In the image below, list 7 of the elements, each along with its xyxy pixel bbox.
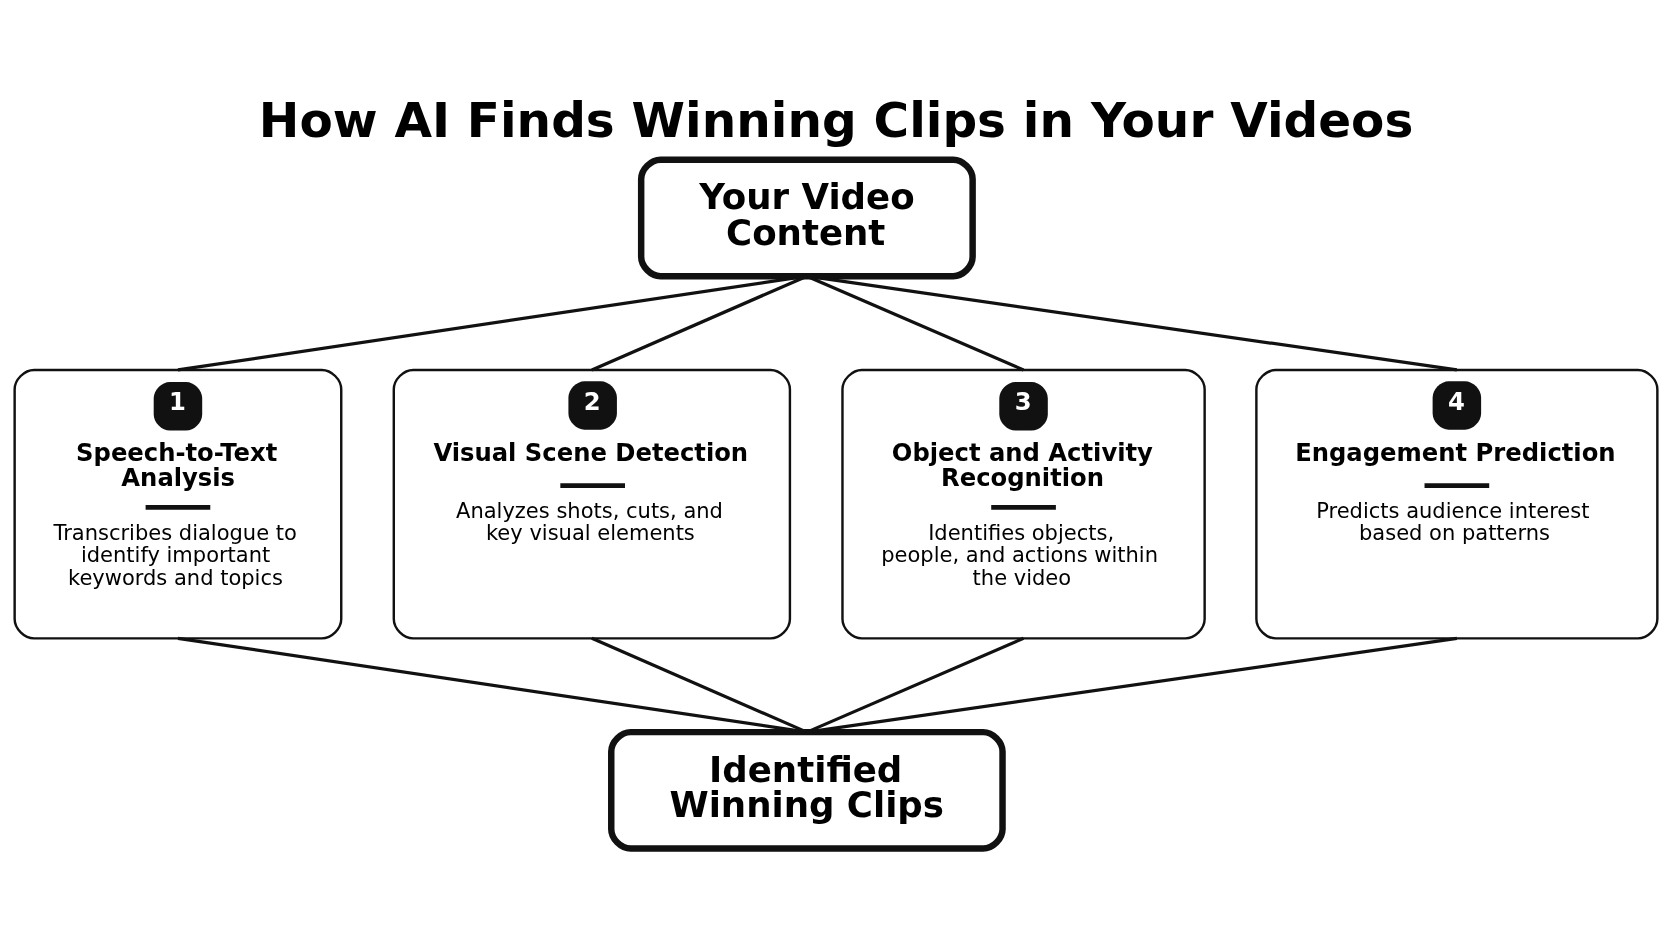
node-box: Your Video Content [637, 156, 976, 279]
node-box: 1 Speech-to-Text Analysis Transcribes dialogue to identify important keywords and topics [13, 368, 343, 640]
node-box: 3 Object and Activity Recognition Identifies objects, people, and actions within the video [841, 368, 1206, 640]
diagram-title: How AI Finds Winning Clips in Your Videos [258, 91, 1414, 148]
node-box: Identified Winning Clips [608, 728, 1006, 852]
node-box: 4 Engagement Prediction Predicts audience interest based on patterns [1255, 368, 1659, 640]
node-box: 2 Visual Scene Detection Analyzes shots, cuts, and key visual elements [392, 368, 792, 640]
